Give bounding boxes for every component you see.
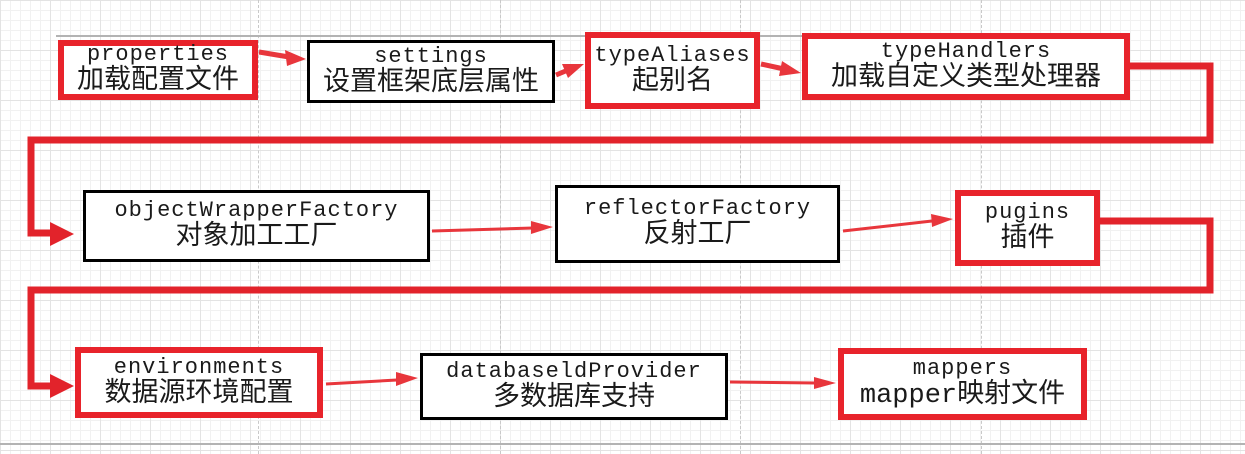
arrow-reflectorfactory-to-pugins[interactable] <box>842 214 953 233</box>
node-databaseldprovider-subtitle: 多数据库支持 <box>493 383 655 414</box>
node-reflectorfactory-title: reflectorFactory <box>583 196 812 221</box>
node-objectwrapperfactory[interactable]: objectWrapperFactory 对象加工工厂 <box>83 190 430 262</box>
arrow-environments-to-databaseldprovider[interactable] <box>325 372 418 386</box>
node-typealiases-title: typeAliases <box>594 42 751 68</box>
node-typehandlers-subtitle: 加载自定义类型处理器 <box>831 63 1101 94</box>
node-environments-subtitle: 数据源环境配置 <box>104 379 294 410</box>
node-reflectorfactory[interactable]: reflectorFactory 反射工厂 <box>555 185 840 263</box>
node-settings-title: settings <box>374 43 488 69</box>
node-typehandlers-title: typeHandlers <box>880 38 1052 64</box>
node-environments-title: environments <box>113 354 285 380</box>
node-properties[interactable]: properties 加载配置文件 <box>58 40 258 100</box>
node-properties-subtitle: 加载配置文件 <box>77 67 239 97</box>
node-settings-subtitle: 设置框架底层属性 <box>323 68 539 99</box>
arrow-typealiases-to-typehandlers[interactable] <box>760 61 801 76</box>
node-objectwrapperfactory-title: objectWrapperFactory <box>114 198 399 223</box>
node-properties-title: properties <box>86 42 230 67</box>
page-edge-line-bottom <box>0 443 1245 445</box>
node-typehandlers[interactable]: typeHandlers 加载自定义类型处理器 <box>802 33 1130 100</box>
node-environments[interactable]: environments 数据源环境配置 <box>75 347 323 418</box>
node-settings[interactable]: settings 设置框架底层属性 <box>307 40 555 103</box>
arrow-properties-to-settings[interactable] <box>258 49 306 66</box>
page-edge-line-top <box>56 35 831 37</box>
node-mappers[interactable]: mappers mapper映射文件 <box>838 348 1087 420</box>
node-mappers-title: mappers <box>912 356 1013 381</box>
node-typealiases-subtitle: 起别名 <box>632 67 713 98</box>
node-pugins-title: pugins <box>984 200 1071 225</box>
arrow-objectwrapperfactory-to-reflectorfactory[interactable] <box>431 221 553 234</box>
arrow-settings-to-typealiases[interactable] <box>555 64 584 78</box>
node-pugins-subtitle: 插件 <box>1000 225 1055 255</box>
node-databaseldprovider-title: databaseldProvider <box>446 358 702 384</box>
node-objectwrapperfactory-subtitle: 对象加工工厂 <box>175 223 338 253</box>
node-pugins[interactable]: pugins 插件 <box>955 190 1100 266</box>
node-reflectorfactory-subtitle: 反射工厂 <box>643 221 752 251</box>
node-typealiases[interactable]: typeAliases 起别名 <box>585 32 760 109</box>
arrow-databaseldprovider-to-mappers[interactable] <box>729 377 836 389</box>
node-mappers-subtitle: mapper映射文件 <box>859 381 1066 411</box>
node-databaseldprovider[interactable]: databaseldProvider 多数据库支持 <box>420 353 728 420</box>
